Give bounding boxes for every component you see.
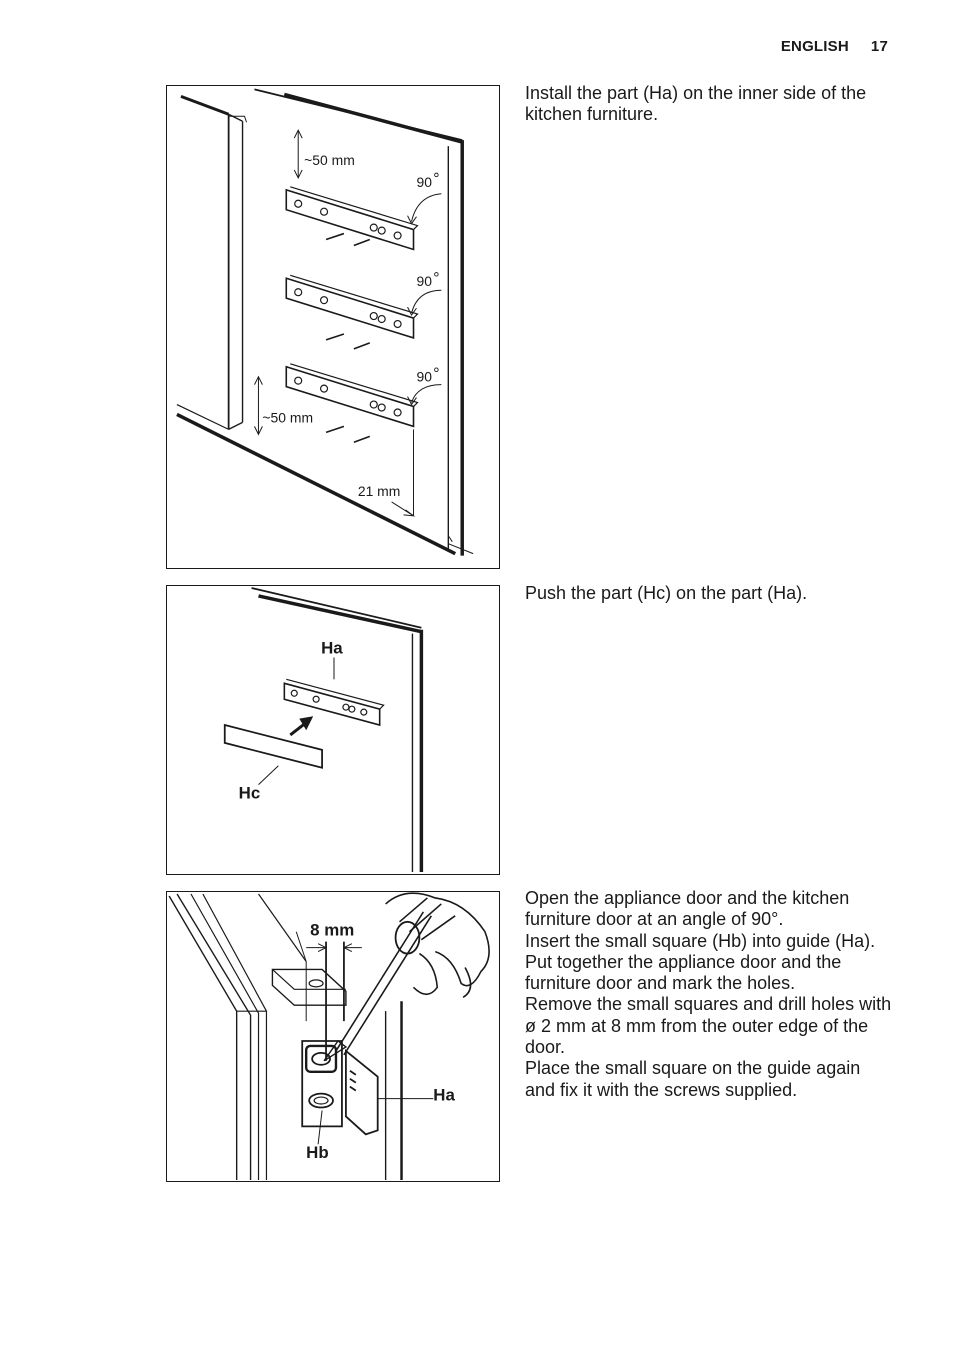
dim-8mm-label: 8 mm (310, 921, 354, 940)
figure-push-hc-drawing: Ha Hc (223, 587, 424, 873)
figure-drill-holes: 8 mm Ha Hb (166, 891, 500, 1182)
language-label: ENGLISH (780, 38, 849, 55)
bracket-ha (283, 678, 385, 727)
label-hb: Hb (306, 1143, 329, 1162)
figure-install-ha: ~50 mm ~50 mm 90 90 90 21 mm (166, 85, 500, 569)
dim-top-label: ~50 mm (304, 152, 355, 168)
label-hc: Hc (239, 784, 261, 803)
label-ha: Ha (433, 1086, 455, 1105)
bracket-ha-1 (285, 186, 419, 251)
angle-label-3: 90 (416, 369, 432, 385)
step-1-text: Install the part (Ha) on the inner side … (525, 83, 867, 125)
page-number: 17 (870, 38, 888, 55)
step-2-text: Push the part (Hc) on the part (Ha). (525, 583, 808, 603)
dim-bottom-label: ~50 mm (262, 409, 313, 425)
page-header: ENGLISH 17 (781, 38, 888, 55)
figure-install-ha-drawing: ~50 mm ~50 mm 90 90 90 21 mm (176, 88, 474, 556)
depth-label: 21 mm (358, 483, 401, 499)
step-3-text: Open the appliance door and the kitchen … (525, 888, 892, 1100)
bracket-ha-2 (285, 274, 419, 350)
label-ha: Ha (321, 639, 343, 658)
guide-ha (345, 1049, 379, 1136)
angle-label-2: 90 (416, 273, 432, 289)
plate-hc (223, 723, 323, 769)
figure-drill-holes-drawing: 8 mm Ha Hb (168, 892, 490, 1181)
figure-push-hc: Ha Hc (166, 585, 500, 875)
bracket-ha-3 (285, 363, 419, 444)
angle-label-1: 90 (416, 174, 432, 190)
